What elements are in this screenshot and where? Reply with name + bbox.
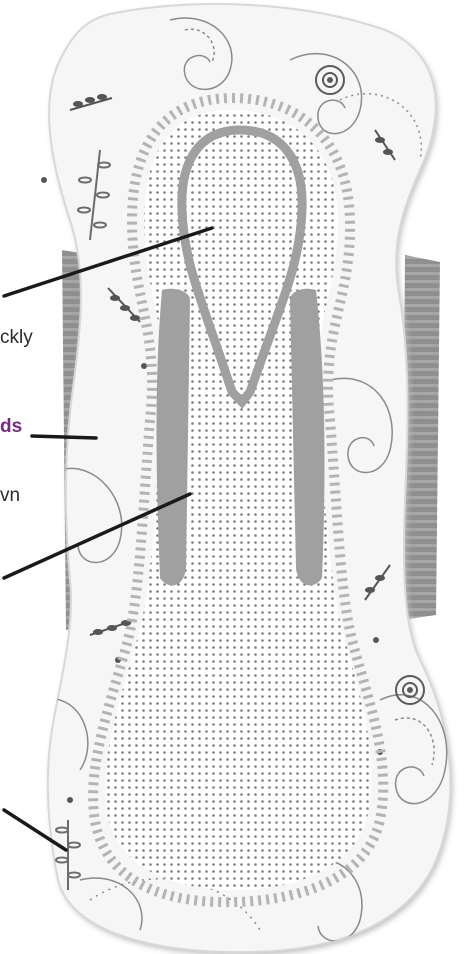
channels-label: vn xyxy=(0,486,20,506)
left-channel xyxy=(157,289,191,586)
absorbent-core-label: ckly xyxy=(0,328,33,348)
wings-label: ds xyxy=(0,417,22,437)
leader-line-wings xyxy=(32,436,96,438)
